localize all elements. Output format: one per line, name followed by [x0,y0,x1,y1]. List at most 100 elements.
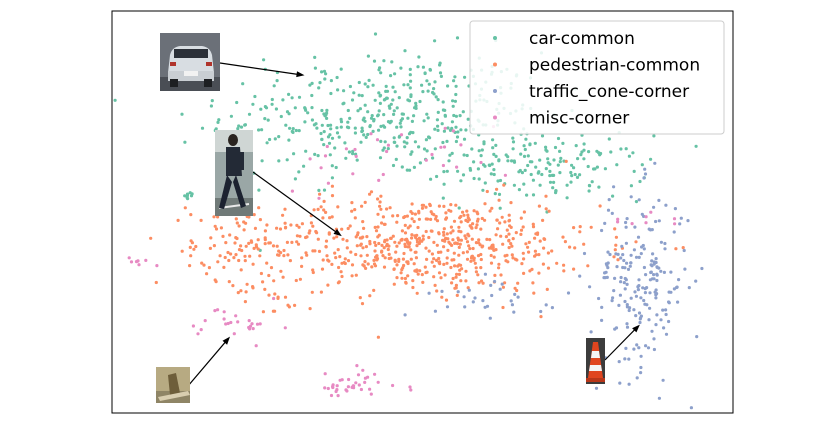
point-pedestrian-common [510,253,514,257]
point-pedestrian-common [321,258,325,262]
point-pedestrian-common [350,201,354,205]
point-pedestrian-common [282,254,286,258]
point-car-common [472,160,476,164]
point-misc-corner [216,308,220,312]
point-car-common [433,39,437,43]
point-car-common [461,110,465,114]
point-pedestrian-common [527,250,531,254]
point-pedestrian-common [405,239,409,243]
point-car-common [548,169,552,173]
point-car-common [239,125,244,129]
point-pedestrian-common [212,244,216,248]
point-car-common [459,128,463,132]
point-pedestrian-common [395,244,399,248]
point-car-common [481,188,485,192]
point-misc-corner [236,320,240,324]
point-car-common [582,157,586,161]
point-car-common [359,140,363,144]
point-car-common [291,130,295,134]
point-pedestrian-common [467,244,471,248]
point-traffic-cone-corner [625,261,629,265]
point-traffic-cone-corner [615,265,619,269]
point-pedestrian-common [336,281,340,285]
point-pedestrian-common [480,216,484,221]
point-traffic-cone-corner [623,276,627,281]
point-pedestrian-common [510,244,514,248]
point-car-common [229,114,233,118]
point-car-common [391,85,395,89]
point-car-common [363,103,367,107]
point-pedestrian-common [449,225,453,229]
point-traffic-cone-corner [663,247,667,251]
point-car-common [489,172,493,176]
point-traffic-cone-corner [485,304,490,308]
point-car-common [302,164,306,168]
point-car-common [180,112,184,116]
point-traffic-cone-corner [632,347,636,351]
point-car-common [466,117,470,121]
point-pedestrian-common [417,217,421,221]
point-car-common [270,97,274,102]
point-car-common [272,84,276,88]
point-pedestrian-common [207,266,211,270]
point-pedestrian-common [507,238,511,242]
point-car-common [275,79,279,83]
point-pedestrian-common [409,248,413,252]
point-car-common [490,162,494,166]
point-pedestrian-common [275,244,279,248]
point-pedestrian-common [465,257,470,261]
point-traffic-cone-corner [642,247,646,251]
point-car-common [341,102,345,106]
point-pedestrian-common [288,259,292,263]
point-pedestrian-common [281,213,285,217]
point-pedestrian-common [385,207,389,211]
point-pedestrian-common [531,222,535,226]
point-misc-corner [451,129,455,133]
point-car-common [216,120,220,124]
point-traffic-cone-corner [618,293,623,297]
point-car-common [548,180,553,184]
point-pedestrian-common [429,217,433,221]
point-car-common [406,116,410,120]
point-traffic-cone-corner [672,230,676,234]
point-car-common [425,112,429,116]
point-pedestrian-common [322,208,326,212]
point-traffic-cone-corner [481,299,485,303]
point-pedestrian-common [424,205,428,209]
point-traffic-cone-corner [653,290,657,294]
point-car-common [279,114,283,119]
point-misc-corner [644,221,648,225]
point-pedestrian-common [213,224,217,228]
point-pedestrian-common [275,226,279,230]
point-car-common [548,174,552,178]
point-car-common [386,120,391,124]
point-car-common [329,123,333,127]
point-traffic-cone-corner [627,308,631,313]
point-traffic-cone-corner [667,319,671,324]
point-traffic-cone-corner [633,225,637,229]
point-traffic-cone-corner [632,308,636,312]
point-pedestrian-common [235,221,239,225]
point-pedestrian-common [561,235,565,239]
arrowhead-misc-object-image [222,336,230,345]
point-car-common [511,140,516,144]
point-car-common [260,159,264,163]
point-pedestrian-common [239,268,243,272]
point-traffic-cone-corner [654,219,658,224]
point-traffic-cone-corner [650,259,654,263]
point-pedestrian-common [413,250,417,254]
point-traffic-cone-corner [433,309,437,313]
point-pedestrian-common [259,271,263,276]
point-pedestrian-common [514,231,518,235]
point-car-common [395,125,399,129]
point-misc-corner [359,387,363,392]
point-pedestrian-common [183,206,187,210]
point-pedestrian-common [490,206,494,210]
point-traffic-cone-corner [498,287,502,291]
point-pedestrian-common [541,262,546,266]
point-car-common [183,194,187,198]
point-car-common [463,75,467,79]
point-car-common [310,93,314,98]
point-pedestrian-common [464,279,468,283]
point-traffic-cone-corner [606,250,610,254]
